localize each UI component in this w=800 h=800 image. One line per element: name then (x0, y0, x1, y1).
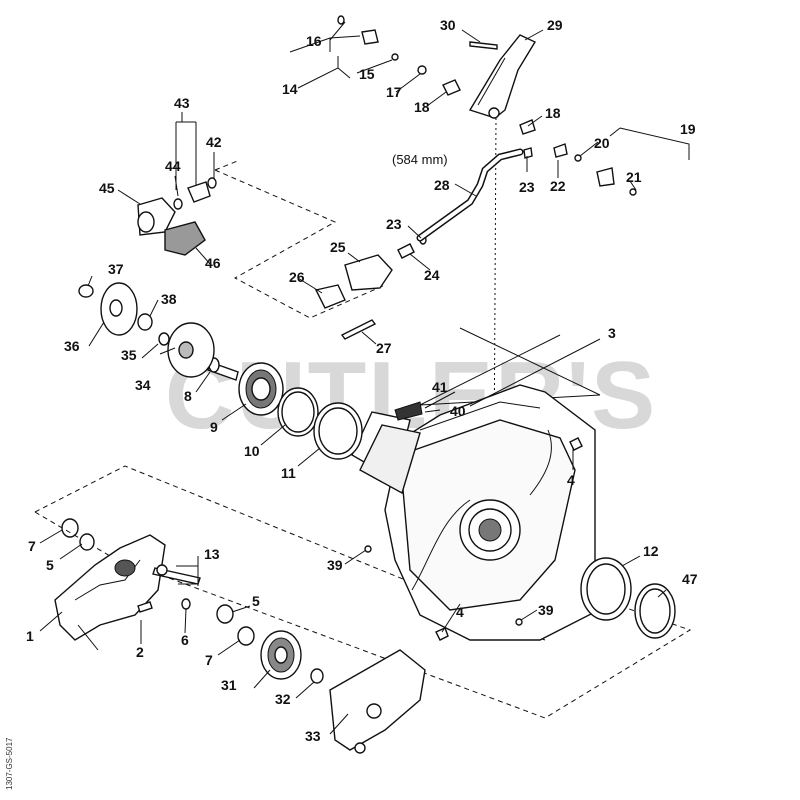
lever-parts (337, 15, 637, 196)
belt-cover (329, 649, 426, 754)
callout-1: 1 (26, 628, 34, 644)
callout-35: 35 (121, 347, 137, 363)
starter-parts (137, 177, 217, 256)
callout-4-upper: 4 (567, 472, 575, 488)
callout-9: 9 (210, 419, 218, 435)
callout-32: 32 (275, 691, 291, 707)
callout-33: 33 (305, 728, 321, 744)
callout-26: 26 (289, 269, 305, 285)
callout-5-left: 5 (46, 557, 54, 573)
main-housing (384, 327, 601, 641)
callout-29: 29 (547, 17, 563, 33)
callout-21: 21 (626, 169, 642, 185)
rings (238, 362, 676, 639)
callout-27: 27 (376, 340, 392, 356)
side-panels (351, 401, 423, 495)
callout-12: 12 (643, 543, 659, 559)
callout-18-left: 18 (414, 99, 430, 115)
callout-2: 2 (136, 644, 144, 660)
callout-46: 46 (205, 255, 221, 271)
callout-13: 13 (204, 546, 220, 562)
callout-20: 20 (594, 135, 610, 151)
callout-36: 36 (64, 338, 80, 354)
callout-30: 30 (440, 17, 456, 33)
callout-8: 8 (184, 388, 192, 404)
callout-6: 6 (181, 632, 189, 648)
pulley-31 (260, 630, 302, 680)
callout-16: 16 (306, 33, 322, 49)
callout-39-right: 39 (538, 602, 554, 618)
callout-39-left: 39 (327, 557, 343, 573)
leader-lines (39, 21, 690, 735)
callout-18-right: 18 (545, 105, 561, 121)
callout-34: 34 (135, 377, 151, 393)
left-housing (54, 534, 166, 651)
callout-17: 17 (386, 84, 402, 100)
callout-37: 37 (108, 261, 124, 277)
callout-5-right: 5 (252, 593, 260, 609)
callout-15: 15 (359, 66, 375, 82)
hose-28-inner (418, 150, 522, 240)
callout-45: 45 (99, 180, 115, 196)
callout-47: 47 (682, 571, 698, 587)
callout-7-right: 7 (205, 652, 213, 668)
callout-43: 43 (174, 95, 190, 111)
callout-10: 10 (244, 443, 260, 459)
callout-23-upper: 23 (519, 179, 535, 195)
callout-38: 38 (161, 291, 177, 307)
callout-22: 22 (550, 178, 566, 194)
alignment-line (493, 117, 497, 471)
callout-19: 19 (680, 121, 696, 137)
callout-4-lower: 4 (456, 604, 464, 620)
shaft-and-washers (78, 282, 239, 381)
callout-44: 44 (165, 158, 181, 174)
callout-40: 40 (450, 403, 466, 419)
callout-7-left: 7 (28, 538, 36, 554)
callout-23-lower: 23 (386, 216, 402, 232)
assembly-outline-upper (214, 159, 386, 319)
callout-11: 11 (281, 465, 296, 481)
hose-length-label: (584 mm) (392, 152, 448, 167)
callout-24: 24 (424, 267, 440, 283)
callout-41: 41 (432, 379, 448, 395)
callout-25: 25 (330, 239, 346, 255)
callout-14: 14 (282, 81, 298, 97)
callout-31: 31 (221, 677, 237, 693)
callout-42: 42 (206, 134, 222, 150)
callout-3: 3 (608, 325, 616, 341)
callout-28: 28 (434, 177, 450, 193)
screws-39-4 (364, 437, 583, 641)
reference-code: 1307-GS-5017 (5, 737, 14, 790)
